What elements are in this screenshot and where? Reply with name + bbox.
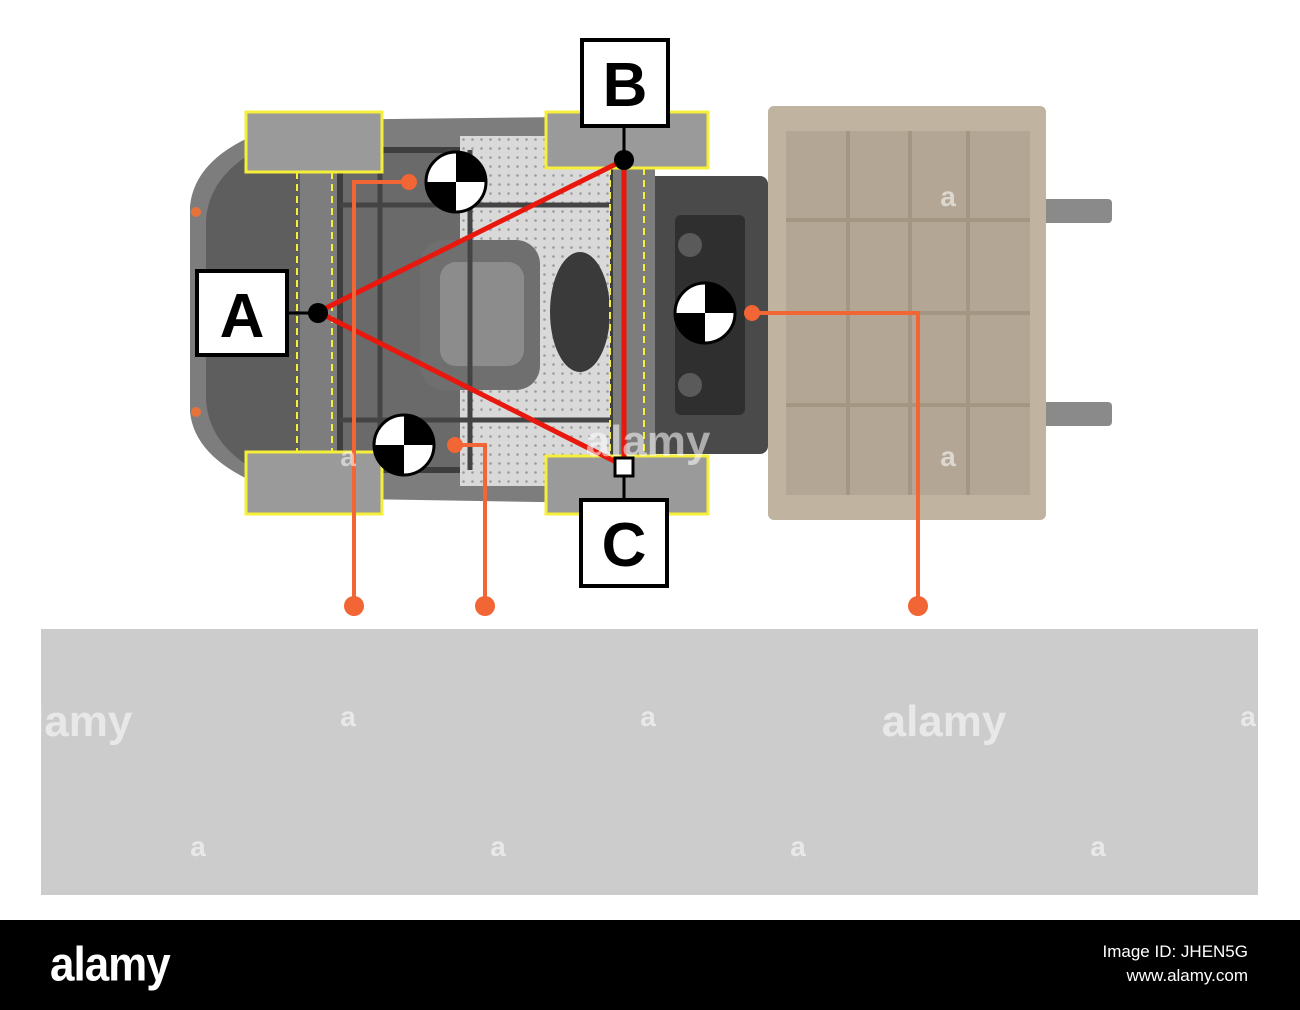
leader-line-load-cg (752, 311, 920, 606)
watermark-mark: a (1240, 701, 1256, 732)
ground-panel (41, 629, 1258, 895)
watermark-mark: a (340, 701, 356, 732)
image-id: Image ID: JHEN5G (1102, 942, 1249, 961)
watermark-mark: a (1090, 831, 1106, 862)
watermark-text: alamy (882, 697, 1007, 746)
center-of-gravity-icon (673, 281, 737, 345)
watermark-mark: a (490, 831, 506, 862)
watermark-mark: a (790, 831, 806, 862)
label-a: A (195, 269, 289, 357)
watermark-mark: a (190, 831, 206, 862)
leader-dot-combined-cg-start (447, 437, 463, 453)
watermark-mark: a (640, 701, 656, 732)
label-b: B (580, 38, 670, 128)
leader-dot-load-cg-start (744, 305, 760, 321)
footer-meta: Image ID: JHEN5G www.alamy.com (1103, 940, 1249, 988)
stability-triangle (315, 157, 627, 469)
leader-dot-load-cg-end (908, 596, 928, 616)
label-a-text: A (220, 282, 265, 351)
label-c-text: C (602, 511, 647, 580)
watermark-text: alamy (8, 697, 133, 746)
pivot-point-a (308, 303, 328, 323)
label-c: C (579, 498, 669, 588)
label-b-text: B (603, 51, 648, 120)
leader-line-combined-cg (455, 443, 487, 606)
footer-logo: alamy (50, 937, 171, 992)
leader-dot-truck-cg-end (344, 596, 364, 616)
rear-axle-wheels (244, 110, 384, 516)
footer-bar: alamy Image ID: JHEN5G www.alamy.com (0, 920, 1300, 1010)
watermark-text: alamy (586, 417, 711, 466)
pivot-point-b (614, 150, 634, 170)
watermark-mark: a (340, 441, 356, 472)
leader-line-truck-cg (352, 180, 409, 606)
watermark-mark: a (940, 181, 956, 212)
forklift-truck (190, 116, 768, 504)
pivot-point-c (613, 456, 635, 478)
center-of-gravity-icon (372, 413, 436, 477)
leader-lines (352, 180, 920, 606)
site-url: www.alamy.com (1126, 966, 1248, 985)
leader-dot-truck-cg-start (401, 174, 417, 190)
watermark: alamy alamy alamy a a a a a a a a a a (8, 181, 1257, 862)
center-of-gravity-icon (424, 150, 488, 214)
leader-dot-combined-cg-end (475, 596, 495, 616)
watermark-mark: a (940, 441, 956, 472)
